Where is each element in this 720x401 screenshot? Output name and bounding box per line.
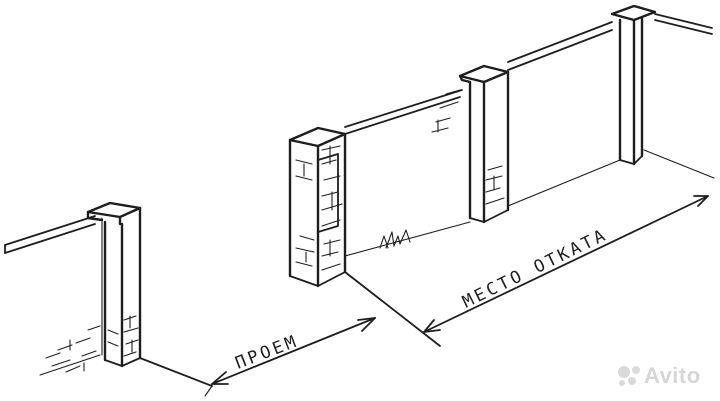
right-fence-wall: [507, 21, 621, 207]
rollback-dimension: МЕСТО ОТКАТА: [344, 195, 709, 347]
middle-pillar-right: [458, 64, 510, 224]
left-pillar: [86, 201, 142, 368]
right-pillar: [610, 4, 715, 179]
watermark-text: Avito: [644, 363, 701, 388]
opening-label: ПРОЕМ: [233, 331, 302, 373]
middle-pillar-left: [288, 126, 347, 288]
left-fence-wall: [4, 215, 103, 376]
middle-fence-wall: [344, 89, 471, 257]
opening-dimension: ПРОЕМ: [139, 317, 376, 397]
rollback-label: МЕСТО ОТКАТА: [459, 225, 611, 313]
avito-logo-icon: [618, 366, 640, 386]
watermark: Avito: [618, 363, 701, 388]
